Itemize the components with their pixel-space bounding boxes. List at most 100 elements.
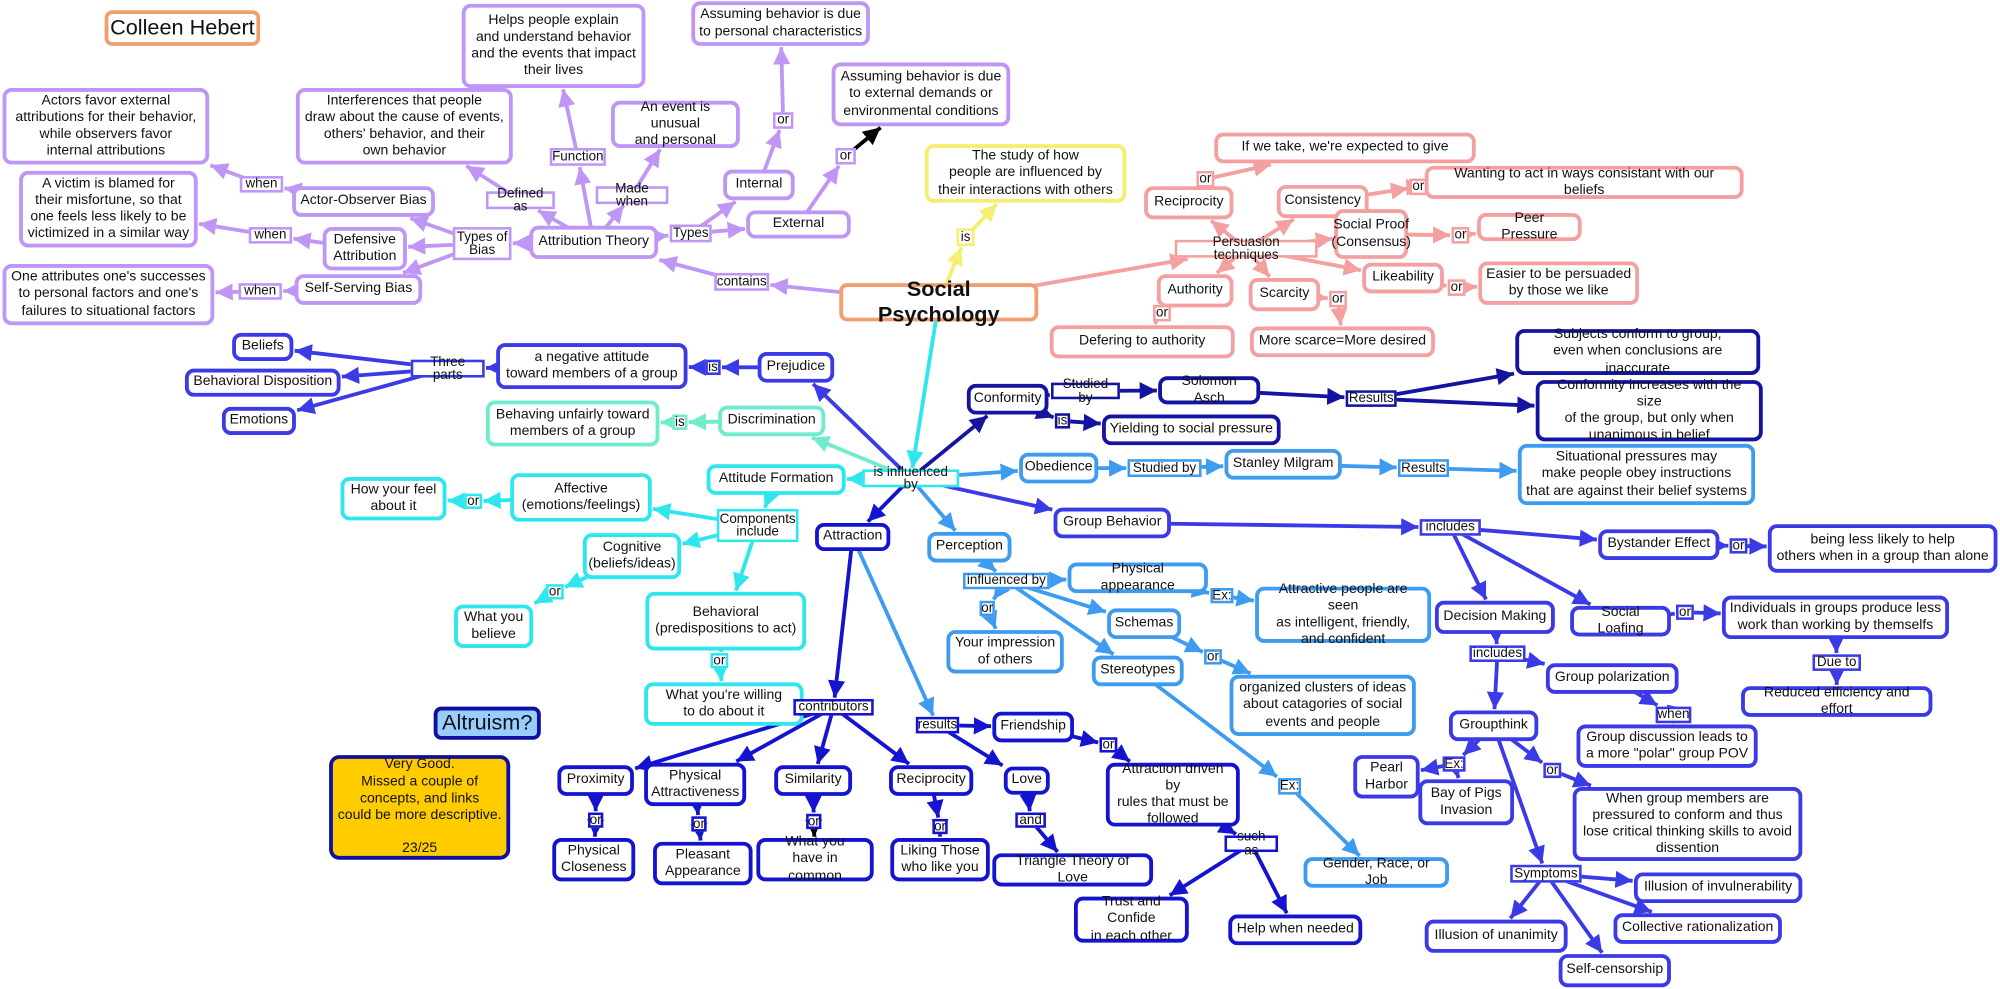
concept-physical-closeness: Physical Closeness	[552, 838, 635, 881]
link-label-or: or	[773, 112, 793, 129]
concept-attitude-formation: Attitude Formation	[707, 464, 846, 495]
link-label-includes: includes	[1420, 519, 1481, 536]
concept-physical-attractiveness: Physical Attractiveness	[644, 763, 746, 806]
concept-assuming-behavior-is-due-to-external-dem: Assuming behavior is due to external dem…	[832, 62, 1011, 126]
concept-love: Love	[1004, 767, 1050, 795]
link-label-or: or	[1543, 763, 1561, 778]
concept-conformity: Conformity	[967, 384, 1049, 415]
concept-internal: Internal	[723, 170, 794, 201]
link-label-or: or	[710, 653, 728, 668]
link-label-ex: Ex:	[1278, 778, 1301, 795]
grade-note: Very Good. Missed a couple of concepts, …	[329, 755, 510, 860]
link-label-is: is	[1055, 413, 1070, 428]
concept-attractive-people-are-seen-as-intelligen: Attractive people are seen as intelligen…	[1255, 587, 1431, 643]
concept-social-psychology: Social Psychology	[839, 283, 1038, 321]
link-label-influenced-by: influenced by	[963, 573, 1050, 590]
concept-colleen-hebert: Colleen Hebert	[105, 10, 261, 46]
concept-situational-pressures-may-make-people-ob: Situational pressures may make people ob…	[1518, 444, 1755, 505]
link-label-or: or	[835, 148, 855, 165]
concept-pearl-harbor: Pearl Harbor	[1353, 755, 1419, 798]
concept-assuming-behavior-is-due-to-personal-cha: Assuming behavior is due to personal cha…	[691, 1, 870, 46]
concept-illusion-of-unanimity: Illusion of unanimity	[1425, 920, 1568, 953]
link-label-due-to: Due to	[1812, 654, 1860, 671]
concept-physical-appearance: Physical appearance	[1068, 562, 1208, 593]
concept-reciprocity: Reciprocity	[889, 765, 973, 796]
concept-when-group-members-are-pressured-to-conf: When group members are pressured to conf…	[1573, 787, 1803, 861]
concept-bystander-effect: Bystander Effect	[1598, 529, 1719, 560]
concept-one-attributes-one-s-successes-to-person: One attributes one's successes to person…	[3, 264, 215, 325]
concept-collective-rationalization: Collective rationalization	[1614, 913, 1782, 944]
concept-prejudice: Prejudice	[758, 352, 835, 383]
concept-authority: Authority	[1157, 274, 1234, 307]
link-label-or: or	[1099, 737, 1117, 752]
concept-peer-pressure: Peer Pressure	[1477, 213, 1582, 241]
link-label-studied-by: Studied by	[1128, 459, 1202, 477]
link-arrow	[781, 47, 783, 120]
concept-reciprocity: Reciprocity	[1144, 186, 1233, 219]
link-label-or: or	[1196, 171, 1214, 188]
link-label-is-influenced-by: is influenced by	[862, 469, 959, 487]
concept-decision-making: Decision Making	[1435, 601, 1555, 634]
concept-attraction: Attraction	[815, 523, 890, 551]
link-label-when: when	[249, 227, 292, 244]
link-label-or: or	[588, 812, 603, 827]
concept-group-polarization: Group polarization	[1546, 663, 1679, 694]
concept-triangle-theory-of-love: Triangle Theory of Love	[992, 853, 1153, 886]
link-label-or: or	[932, 819, 947, 834]
concept-schemas: Schemas	[1107, 608, 1181, 639]
link-label-when: when	[240, 176, 283, 193]
concept-reduced-efficiency-and-effort: Reduced efficiency and effort	[1741, 686, 1932, 717]
concept-groupthink: Groupthink	[1449, 710, 1538, 741]
link-label-or: or	[464, 494, 482, 509]
concept-scarcity: Scarcity	[1249, 278, 1320, 311]
link-label-when: when	[239, 283, 282, 300]
concept-altruism: Altruism?	[434, 707, 541, 740]
link-label-three-parts: Three parts	[411, 360, 485, 378]
concept-subjects-conform-to-group-even-when-conc: Subjects conform to group, even when con…	[1515, 329, 1760, 375]
concept-being-less-likely-to-help-others-when-in: being less likely to help others when in…	[1768, 524, 1998, 572]
link-label-is: is	[672, 415, 687, 430]
concept-help-when-needed: Help when needed	[1228, 915, 1362, 946]
concept-what-you-believe: What you believe	[454, 605, 533, 648]
link-label-or: or	[1452, 227, 1470, 244]
concept-group-discussion-leads-to-a-more-polar-g: Group discussion leads to a more "polar"…	[1577, 724, 1758, 767]
link-label-or: or	[1204, 649, 1222, 664]
link-label-and: and	[1015, 812, 1046, 827]
link-arrow	[1495, 654, 1498, 709]
concept-proximity: Proximity	[557, 765, 634, 796]
concept-actors-favor-external-attributions-for-t: Actors favor external attributions for t…	[3, 88, 210, 165]
concept-individuals-in-groups-produce-less-work-: Individuals in groups produce less work …	[1722, 596, 1949, 639]
concept-more-scarce-more-desired: More scarce=More desired	[1250, 327, 1435, 358]
concept-perception: Perception	[927, 532, 1011, 563]
concept-attribution-theory: Attribution Theory	[529, 226, 658, 259]
concept-emotions: Emotions	[222, 407, 296, 435]
concept-organized-clusters-of-ideas-about-catago: organized clusters of ideas about catago…	[1230, 675, 1416, 736]
link-arrow	[835, 537, 853, 698]
concept-stereotypes: Stereotypes	[1092, 656, 1184, 687]
concept-obedience: Obedience	[1019, 453, 1098, 484]
concept-an-event-is-unusual-and-personal: An event is unusual and personal	[611, 101, 740, 148]
concept-likeability: Likeability	[1362, 263, 1444, 294]
link-label-ex: Ex:	[1210, 588, 1233, 603]
link-label-or: or	[1153, 305, 1171, 322]
concept-the-study-of-how-people-are-influenced-b: The study of how people are influenced b…	[925, 144, 1127, 203]
link-arrow	[834, 707, 910, 764]
link-arrow	[563, 89, 578, 157]
concept-your-impression-of-others: Your impression of others	[946, 630, 1063, 673]
concept-stanley-milgram: Stanley Milgram	[1224, 449, 1341, 480]
concept-how-your-feel-about-it: How your feel about it	[341, 477, 447, 520]
link-label-such-as: such as	[1224, 835, 1278, 852]
concept-solomon-asch: Solomon Asch	[1158, 376, 1260, 404]
link-label-when: when	[1656, 707, 1692, 724]
concept-trust-and-confide-in-each-other: Trust and Confide in each other	[1074, 897, 1189, 943]
concept-beliefs: Beliefs	[232, 333, 293, 361]
concept-yielding-to-social-pressure: Yielding to social pressure	[1102, 415, 1281, 446]
concept-friendship: Friendship	[992, 712, 1074, 743]
concept-discrimination: Discrimination	[718, 406, 825, 437]
link-label-defined-as: Defined as	[486, 191, 555, 209]
concept-attraction-driven-by-rules-that-must-be-: Attraction driven by rules that must be …	[1106, 763, 1240, 827]
concept-conformity-increases-with-the-size-of-th: Conformity increases with the size of th…	[1536, 380, 1763, 441]
link-arrow	[853, 537, 934, 716]
concept-social-loafing: Social Loafing	[1570, 606, 1671, 637]
concept-actor-observer-bias: Actor-Observer Bias	[292, 186, 435, 217]
